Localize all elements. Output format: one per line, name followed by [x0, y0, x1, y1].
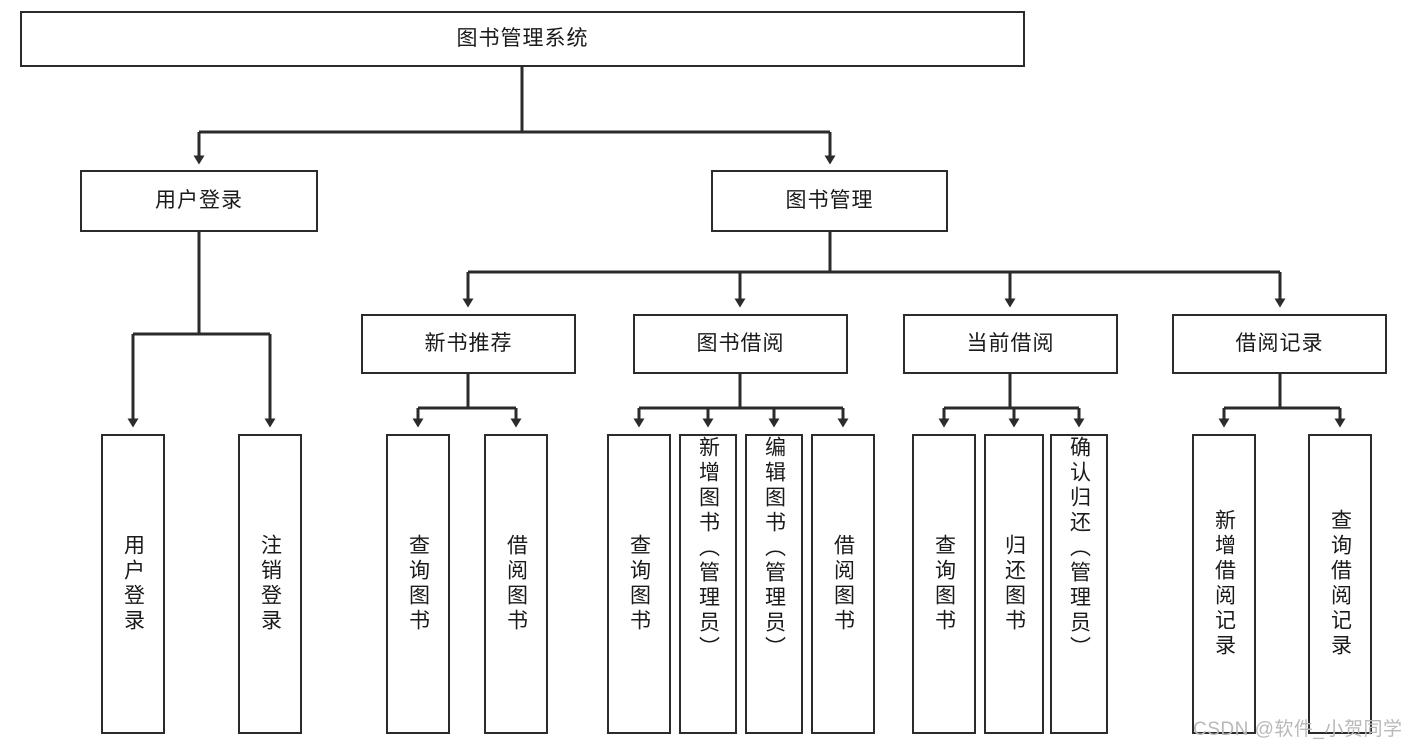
- node-leaf-borrow-book-1[interactable]: 借阅图书: [484, 434, 548, 734]
- node-book-manage[interactable]: 图书管理: [711, 170, 948, 232]
- node-leaf-query-book-1-label: 查询图书: [406, 534, 430, 634]
- node-leaf-edit-book[interactable]: 编辑图书（管理员）: [745, 434, 803, 734]
- node-leaf-query-book-3-label: 查询图书: [932, 534, 956, 634]
- node-leaf-logout-label: 注销登录: [258, 534, 282, 634]
- node-leaf-user-login[interactable]: 用户登录: [101, 434, 165, 734]
- node-leaf-query-book-1[interactable]: 查询图书: [386, 434, 450, 734]
- node-user-login-label: 用户登录: [155, 189, 243, 213]
- node-leaf-confirm-return-label: 确认归还（管理员）: [1067, 436, 1091, 661]
- node-borrow-record-label: 借阅记录: [1235, 332, 1324, 356]
- node-leaf-add-record-label: 新增借阅记录: [1212, 509, 1236, 659]
- node-leaf-confirm-return[interactable]: 确认归还（管理员）: [1050, 434, 1108, 734]
- node-leaf-user-login-label: 用户登录: [121, 534, 145, 634]
- node-leaf-add-record[interactable]: 新增借阅记录: [1192, 434, 1256, 734]
- node-leaf-query-record-label: 查询借阅记录: [1328, 509, 1352, 659]
- node-leaf-borrow-book-1-label: 借阅图书: [504, 534, 528, 634]
- node-leaf-borrow-book-2[interactable]: 借阅图书: [811, 434, 875, 734]
- node-new-book-recommend-label: 新书推荐: [424, 332, 513, 356]
- node-root[interactable]: 图书管理系统: [20, 11, 1025, 67]
- node-borrow-record[interactable]: 借阅记录: [1172, 314, 1387, 374]
- node-user-login[interactable]: 用户登录: [80, 170, 318, 232]
- node-leaf-query-book-3[interactable]: 查询图书: [912, 434, 976, 734]
- watermark: CSDN @软件_小贺同学: [1193, 719, 1403, 740]
- node-book-borrow-label: 图书借阅: [696, 332, 785, 356]
- node-leaf-query-record[interactable]: 查询借阅记录: [1308, 434, 1372, 734]
- node-book-manage-label: 图书管理: [785, 189, 874, 213]
- node-leaf-query-book-2[interactable]: 查询图书: [607, 434, 671, 734]
- node-new-book-recommend[interactable]: 新书推荐: [361, 314, 576, 374]
- node-current-borrow-label: 当前借阅: [966, 332, 1055, 356]
- node-book-borrow[interactable]: 图书借阅: [633, 314, 848, 374]
- node-leaf-borrow-book-2-label: 借阅图书: [831, 534, 855, 634]
- node-root-label: 图书管理系统: [456, 27, 589, 51]
- node-leaf-edit-book-label: 编辑图书（管理员）: [762, 436, 786, 661]
- node-leaf-add-book[interactable]: 新增图书（管理员）: [679, 434, 737, 734]
- node-leaf-query-book-2-label: 查询图书: [627, 534, 651, 634]
- node-leaf-return-book-label: 归还图书: [1002, 534, 1026, 634]
- node-leaf-add-book-label: 新增图书（管理员）: [696, 436, 720, 661]
- node-current-borrow[interactable]: 当前借阅: [903, 314, 1118, 374]
- node-leaf-return-book[interactable]: 归还图书: [984, 434, 1044, 734]
- node-leaf-logout[interactable]: 注销登录: [238, 434, 302, 734]
